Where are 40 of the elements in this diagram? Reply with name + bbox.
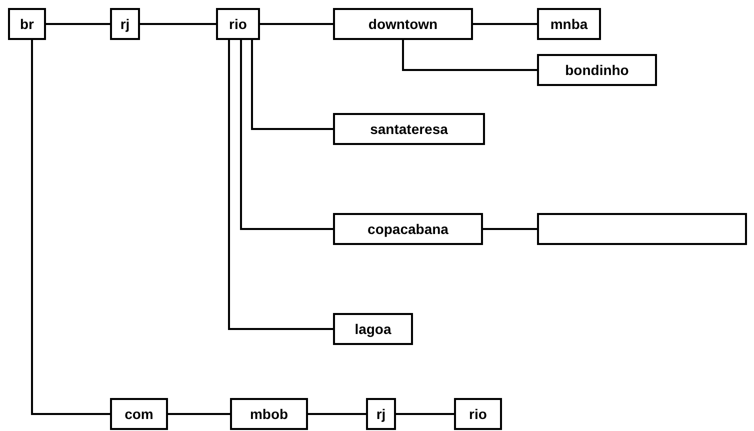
node-box <box>454 398 502 430</box>
node-label: br <box>20 16 34 32</box>
node-box <box>333 313 413 345</box>
node-label: lagoa <box>354 321 392 337</box>
connector-line <box>473 23 537 25</box>
node-box <box>333 113 485 145</box>
node-box <box>230 398 308 430</box>
node-label: rj <box>120 16 130 32</box>
connector-line <box>251 40 333 130</box>
connector-line <box>308 413 366 415</box>
connector-line <box>168 413 230 415</box>
connector-line <box>396 413 454 415</box>
connector-line <box>46 23 110 25</box>
connector-line <box>483 228 537 230</box>
connector-line <box>260 23 333 25</box>
node-label: mnba <box>550 16 588 32</box>
node-box <box>216 8 260 40</box>
node-box <box>8 8 46 40</box>
node-box <box>537 8 601 40</box>
connector-line <box>140 23 216 25</box>
node-label: com <box>124 406 154 422</box>
connector-line <box>31 40 110 415</box>
node-label: rj <box>376 406 386 422</box>
node-label: mbob <box>250 406 288 422</box>
node-box <box>366 398 396 430</box>
node-box <box>537 54 657 86</box>
node-box <box>110 398 168 430</box>
node-box <box>333 8 473 40</box>
node-box <box>537 213 747 245</box>
connector-line <box>240 40 333 230</box>
node-label: bondinho <box>565 62 629 78</box>
node-label: copacabana <box>368 221 448 237</box>
node-box <box>110 8 140 40</box>
node-box <box>333 213 483 245</box>
node-label: santateresa <box>370 121 448 137</box>
node-label: downtown <box>368 16 438 32</box>
node-label: rio <box>469 406 487 422</box>
connector-line <box>228 40 333 330</box>
node-label: rio <box>229 16 247 32</box>
connector-line <box>402 40 537 71</box>
